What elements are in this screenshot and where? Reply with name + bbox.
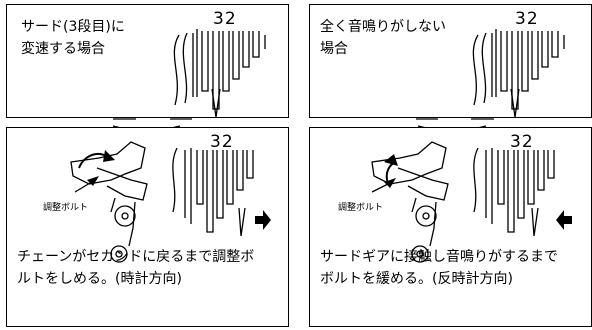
cassette-cogs-diagram	[173, 29, 266, 118]
panel-loosen-bolt: 32 調整ボルト サードギアに接触し音鳴りがするまで ボルトを緩める。(反時計方…	[309, 127, 592, 327]
instruction-line-1: チェーンがセカンドに戻るまで調整ボ	[17, 249, 255, 265]
cassette-cogs-diagram	[472, 29, 565, 118]
panel-third-gear-case: サード(3段目)に 変速する場合 32	[6, 4, 289, 118]
counterclockwise-arrow-icon	[384, 154, 398, 166]
derailleur-diagram	[371, 141, 572, 263]
adjust-bolt-label: 調整ボルト	[43, 203, 89, 213]
instruction-line-2: ボルトを緩める。(反時計方向)	[320, 271, 513, 287]
instruction-line-1: サードギアに接触し音鳴りがするまで	[320, 249, 558, 265]
cog-teeth-label: 32	[210, 132, 234, 152]
instruction-line-2: ルトをしめる。(時計方向)	[17, 271, 182, 287]
cog-teeth-label: 32	[515, 9, 539, 29]
clockwise-arrow-icon	[103, 150, 115, 162]
cog-teeth-label: 32	[213, 9, 237, 29]
panel-title-line-1: サード(3段目)に	[21, 19, 125, 35]
panel-title-line-1: 全く音鳴りがしない	[320, 19, 446, 35]
panel-no-noise-case: 全く音鳴りがしない 場合 32	[309, 4, 592, 118]
derailleur-body	[371, 141, 447, 185]
cog-teeth-label: 32	[510, 132, 534, 152]
derailleur-body	[70, 141, 146, 185]
adjust-bolt-label: 調整ボルト	[338, 203, 384, 213]
panel-tighten-bolt: 32 調整ボルト チェーンがセカンドに戻るまで調整ボ ルトをしめる。(時計方向)	[6, 127, 289, 327]
derailleur-diagram	[70, 141, 271, 263]
arrow-left-icon	[556, 210, 572, 230]
panel-title-line-2: 場合	[320, 41, 348, 57]
arrow-right-icon	[255, 210, 271, 230]
panel-title-line-2: 変速する場合	[21, 41, 105, 57]
